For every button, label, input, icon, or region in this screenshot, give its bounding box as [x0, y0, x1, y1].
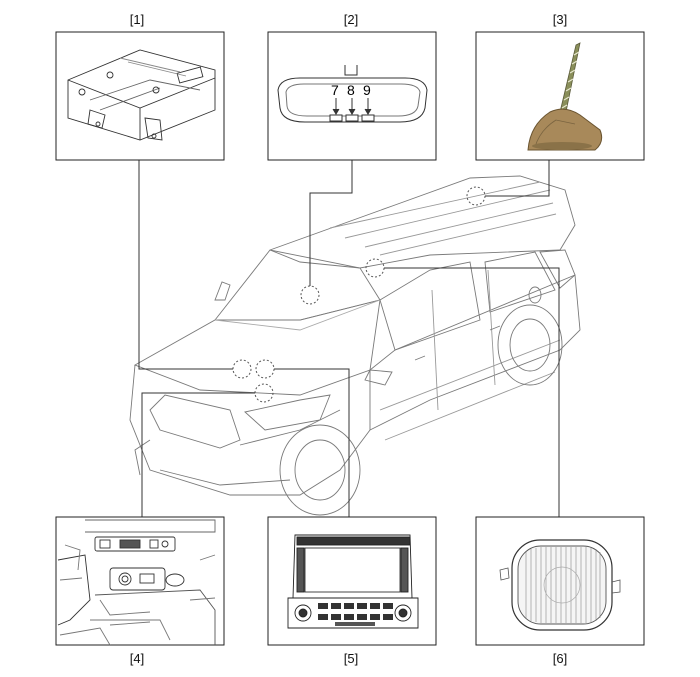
callout-9: 9 — [363, 82, 371, 98]
label-2: [2] — [343, 12, 359, 27]
head-unit-illustration — [287, 534, 419, 629]
speaker-illustration — [499, 539, 621, 631]
label-1: [1] — [129, 12, 145, 27]
callout-7: 7 — [331, 82, 339, 98]
label-6: [6] — [552, 651, 568, 666]
antenna-illustration — [527, 42, 603, 151]
panel-1 — [55, 31, 225, 161]
marker-head-unit-2 — [255, 359, 275, 379]
callout-8: 8 — [347, 82, 355, 98]
label-4: [4] — [129, 651, 145, 666]
label-3: [3] — [552, 12, 568, 27]
av-unit-illustration — [67, 49, 216, 141]
marker-mirror — [300, 285, 320, 305]
mirror-illustration — [277, 65, 428, 123]
marker-speaker — [365, 258, 385, 278]
marker-head-unit-1 — [232, 359, 252, 379]
panel-2 — [267, 31, 437, 161]
vehicle-illustration — [129, 175, 581, 516]
label-5: [5] — [343, 651, 359, 666]
location-markers — [232, 186, 486, 403]
jack-illustration — [57, 519, 216, 646]
leader-lines — [138, 160, 560, 517]
